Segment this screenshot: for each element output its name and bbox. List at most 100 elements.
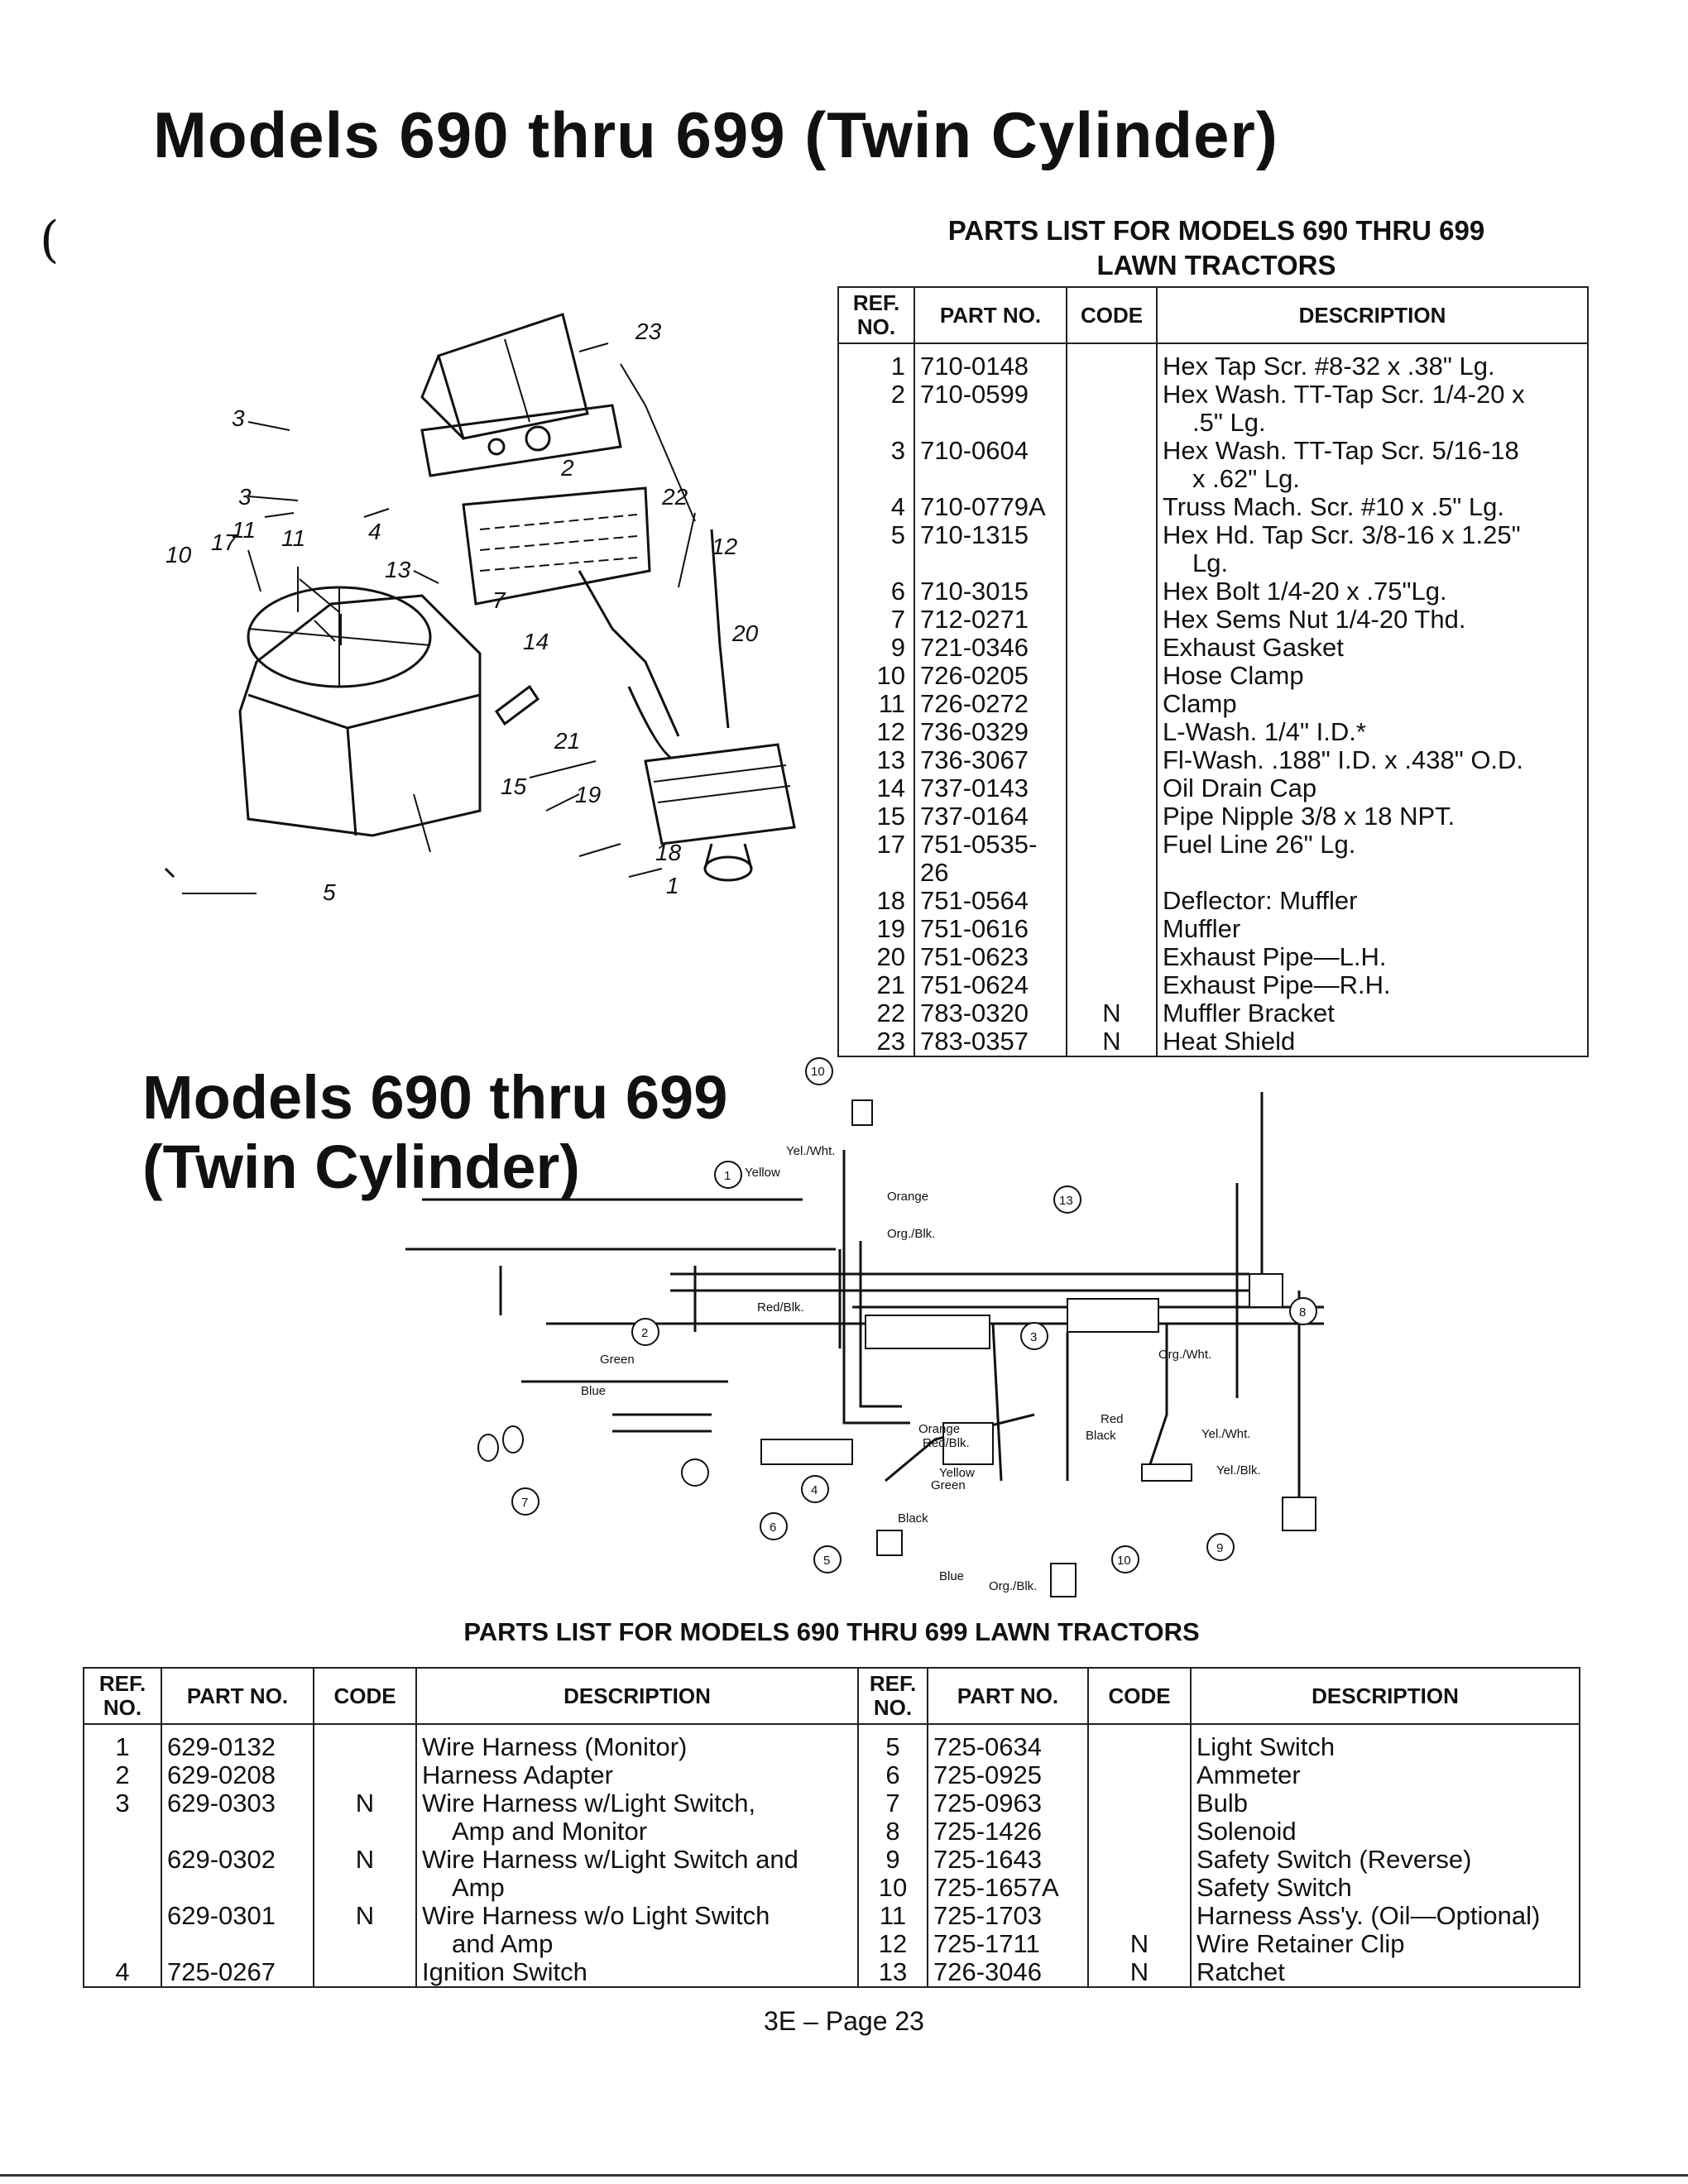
wire-label-orange: Orange — [887, 1190, 928, 1204]
code-cell — [1067, 381, 1158, 437]
col-part: PART NO. — [914, 286, 1067, 344]
code-cell — [1067, 774, 1158, 802]
code-value — [1094, 1902, 1185, 1930]
ref-cell: 9 — [838, 634, 915, 662]
part-cell: 710-0779A — [914, 493, 1067, 521]
part-cell: 710-0148 — [914, 343, 1067, 381]
code-cell: N — [1067, 1027, 1158, 1056]
code-cell — [1067, 943, 1158, 971]
code-cell — [1067, 718, 1158, 746]
callout-7: 7 — [492, 587, 506, 613]
code-cell — [1067, 887, 1158, 915]
description-line: Bulb — [1196, 1789, 1249, 1818]
wire-label-yellow: Yellow — [745, 1166, 780, 1180]
part-cell: 737-0164 — [914, 802, 1067, 831]
wire-label-yellow-2: Yellow — [939, 1466, 975, 1480]
wiring-callout-7: 7 — [521, 1496, 528, 1510]
margin-mark: ( — [40, 211, 60, 269]
part-cell: 736-0329 — [914, 718, 1067, 746]
description-line: Heat Shield — [1163, 1027, 1296, 1056]
description-line: Wire Retainer Clip — [1196, 1929, 1405, 1958]
page-title: Models 690 thru 699 (Twin Cylinder) — [153, 98, 1278, 171]
wire-label-org-blk: Org./Blk. — [887, 1227, 935, 1241]
callout-17: 17 — [211, 529, 238, 555]
wire-label-black-2: Black — [1086, 1429, 1116, 1443]
part-value: 726-3046 — [933, 1957, 1043, 1986]
ref-value: 12 — [878, 1929, 908, 1958]
code-cell — [1067, 521, 1158, 577]
ref-cell: 6 — [838, 577, 915, 606]
col-ref: REF. NO. — [837, 286, 915, 344]
description-line: Exhaust Pipe—R.H. — [1163, 970, 1391, 999]
wire-label-red-blk: Red/Blk. — [757, 1300, 804, 1315]
description-line: Safety Switch (Reverse) — [1196, 1845, 1472, 1874]
col-ref-left: REF. NO. — [83, 1667, 162, 1725]
wire-label-yel-wht-2: Yel./Wht. — [1201, 1427, 1250, 1441]
code-cell — [1067, 802, 1158, 831]
description-line: Hose Clamp — [1163, 661, 1304, 690]
section-title: Models 690 thru 699 (Twin Cylinder) — [142, 1063, 727, 1202]
exhaust-caption-line2: LAWN TRACTORS — [1096, 250, 1336, 280]
part-value: 629-0132 — [167, 1732, 276, 1761]
description-cell: L-Wash. 1/4" I.D.* — [1157, 718, 1588, 746]
description-cell: Hex Hd. Tap Scr. 3/8-16 x 1.25"Lg. — [1157, 521, 1588, 577]
wire-label-green-2: Green — [931, 1478, 966, 1492]
wire-label-red-blk-2: Red/Blk. — [923, 1436, 970, 1450]
wiring-callout-6: 6 — [770, 1521, 776, 1535]
ref-cell: 19 — [838, 915, 915, 943]
callout-22: 22 — [661, 484, 688, 510]
wire-label-orange-2: Orange — [918, 1422, 960, 1436]
description-line: Muffler Bracket — [1163, 999, 1335, 1027]
description-line: and Amp — [452, 1929, 554, 1958]
code-cell — [1067, 343, 1158, 381]
description-cell: Exhaust Pipe—R.H. — [1157, 971, 1588, 999]
code-value — [1094, 1846, 1185, 1874]
wire-label-org-wht: Org./Wht. — [1158, 1348, 1211, 1362]
description-cell: Fl-Wash. .188" I.D. x .438" O.D. — [1157, 746, 1588, 774]
bottom-rule — [0, 2174, 1688, 2177]
code-cell — [1067, 831, 1158, 887]
callout-14: 14 — [523, 629, 549, 654]
part-value: 629-0302 — [167, 1845, 276, 1874]
ref-value: 11 — [879, 1901, 907, 1930]
wire-label-org-blk-2: Org./Blk. — [989, 1579, 1037, 1593]
ref-cell: 12 — [838, 718, 915, 746]
ref-cell: 3 — [838, 437, 915, 493]
section-title-line2: (Twin Cylinder) — [142, 1133, 580, 1201]
ref-cell: 11 — [838, 690, 915, 718]
ref-cell: 22 — [838, 999, 915, 1027]
ref-cell: 2 — [838, 381, 915, 437]
wire-label-yel-blk: Yel./Blk. — [1216, 1463, 1261, 1478]
description-line: Truss Mach. Scr. #10 x .5" Lg. — [1163, 492, 1505, 521]
ref-cell: 18 — [838, 887, 915, 915]
ref-value: 3 — [115, 1789, 130, 1818]
code-cell — [1067, 493, 1158, 521]
callout-1: 1 — [666, 873, 679, 898]
wire-label-yel-wht: Yel./Wht. — [786, 1144, 835, 1158]
part-value: 629-0303 — [167, 1789, 276, 1818]
description-line: Amp and Monitor — [452, 1817, 648, 1846]
electrical-parts-caption: PARTS LIST FOR MODELS 690 THRU 699 LAWN … — [463, 1617, 1200, 1646]
part-value: 725-1703 — [933, 1901, 1043, 1930]
ref-cell: 13 — [838, 746, 915, 774]
part-cell: 751-0624 — [914, 971, 1067, 999]
col-code-left: CODE — [313, 1667, 417, 1725]
col-part-left: PART NO. — [161, 1667, 314, 1725]
ref-value: 6 — [885, 1760, 900, 1789]
description-line: Fuel Line 26" Lg. — [1163, 830, 1356, 859]
wire-label-blue: Blue — [581, 1384, 606, 1398]
callout-5: 5 — [323, 879, 336, 905]
callout-3a: 3 — [232, 405, 245, 431]
